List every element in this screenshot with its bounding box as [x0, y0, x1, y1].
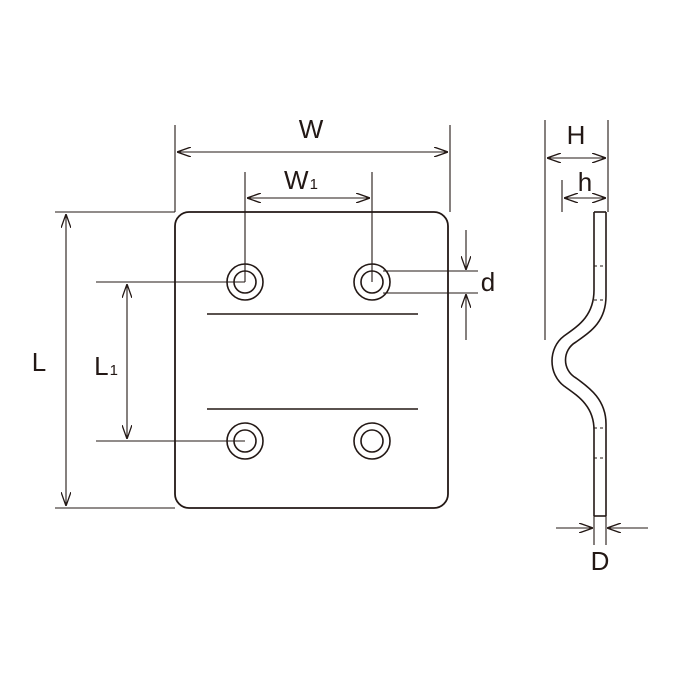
dimension-thickness: D — [556, 516, 648, 576]
dimension-l: L — [32, 211, 175, 509]
side-profile-outer — [551, 212, 595, 516]
dimension-l1: L1 — [94, 281, 245, 442]
label-h-upper: H — [567, 120, 586, 150]
label-d: d — [481, 267, 495, 297]
side-profile-inner — [564, 212, 607, 516]
dimension-w: W — [174, 114, 451, 212]
dimension-w1: W1 — [244, 165, 373, 282]
front-view — [174, 211, 449, 509]
label-w: W — [299, 114, 324, 144]
dimension-d: d — [383, 230, 495, 340]
dimension-h-outer: H — [548, 120, 605, 158]
hole-bottom-right — [353, 422, 391, 460]
label-w1: W1 — [284, 165, 318, 195]
label-l1: L1 — [94, 351, 118, 381]
side-view — [544, 120, 609, 517]
dimension-h-inner: h — [565, 167, 605, 198]
plate-outline — [174, 211, 449, 509]
label-thickness: D — [591, 546, 610, 576]
label-l: L — [32, 347, 46, 377]
label-h-lower: h — [578, 167, 592, 197]
